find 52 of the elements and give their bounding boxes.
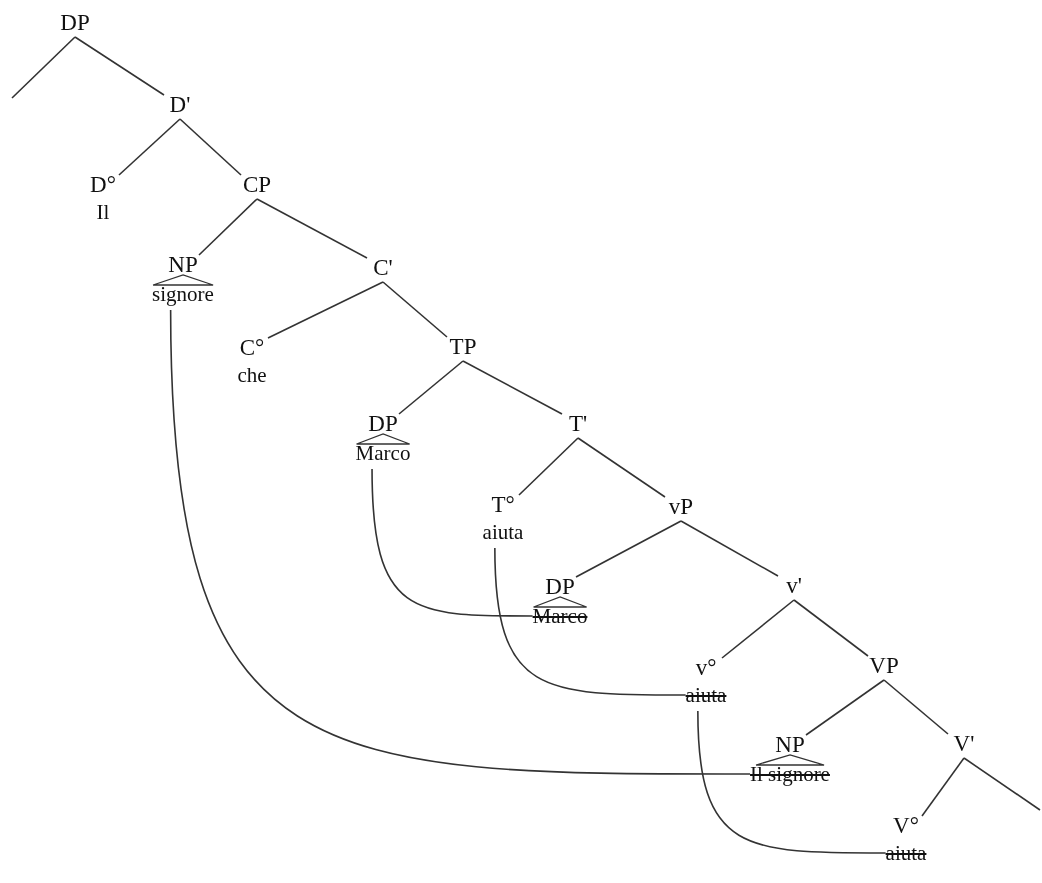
branch-line xyxy=(256,198,368,259)
struck-word: aiuta xyxy=(685,683,727,707)
word-label: Marco xyxy=(355,441,411,465)
category-label: V' xyxy=(953,731,975,757)
word-label: signore xyxy=(152,282,214,306)
branch-line xyxy=(267,281,384,339)
branch-line xyxy=(805,679,885,736)
category-label: C° xyxy=(238,335,266,361)
branch-line xyxy=(118,118,181,176)
struck-word: aiuta xyxy=(885,841,927,865)
branch-line xyxy=(198,198,258,256)
word-label: Il xyxy=(95,200,111,224)
branch-line xyxy=(11,36,76,99)
struck-word: Il signore xyxy=(750,762,830,786)
movement-arc xyxy=(169,309,751,775)
branch-line xyxy=(721,599,795,659)
branch-line xyxy=(577,437,666,498)
movement-arc xyxy=(697,710,887,854)
category-label: D' xyxy=(169,92,191,118)
category-label: v° xyxy=(694,655,718,681)
category-label: TP xyxy=(449,334,477,360)
category-label: T' xyxy=(568,411,588,437)
movement-arc xyxy=(494,547,687,696)
category-label: D° xyxy=(90,172,116,198)
movement-arc xyxy=(371,468,534,617)
word-label: che xyxy=(237,363,267,387)
branch-line xyxy=(518,437,579,496)
category-label: vP xyxy=(668,494,694,520)
branch-line xyxy=(963,757,1041,811)
branch-line xyxy=(793,599,869,657)
branch-line xyxy=(575,520,682,578)
branch-line xyxy=(883,679,949,735)
category-label: NP xyxy=(774,732,806,758)
category-label: V° xyxy=(892,813,920,839)
category-label: CP xyxy=(242,172,272,198)
category-label: NP xyxy=(167,252,199,278)
branch-line xyxy=(74,36,165,96)
category-label: C' xyxy=(373,255,393,281)
category-label: DP xyxy=(367,411,399,437)
branch-line xyxy=(179,118,242,176)
category-label: DP xyxy=(60,10,90,36)
branch-line xyxy=(680,520,779,577)
category-label: VP xyxy=(869,653,899,679)
branch-line xyxy=(921,757,965,817)
word-label: aiuta xyxy=(482,520,524,544)
struck-word: Marco xyxy=(532,604,588,628)
category-label: v' xyxy=(786,573,802,599)
branch-line xyxy=(462,360,563,415)
branch-line xyxy=(398,360,464,415)
branch-line xyxy=(382,281,448,338)
category-label: DP xyxy=(544,574,576,600)
category-label: T° xyxy=(490,492,516,518)
